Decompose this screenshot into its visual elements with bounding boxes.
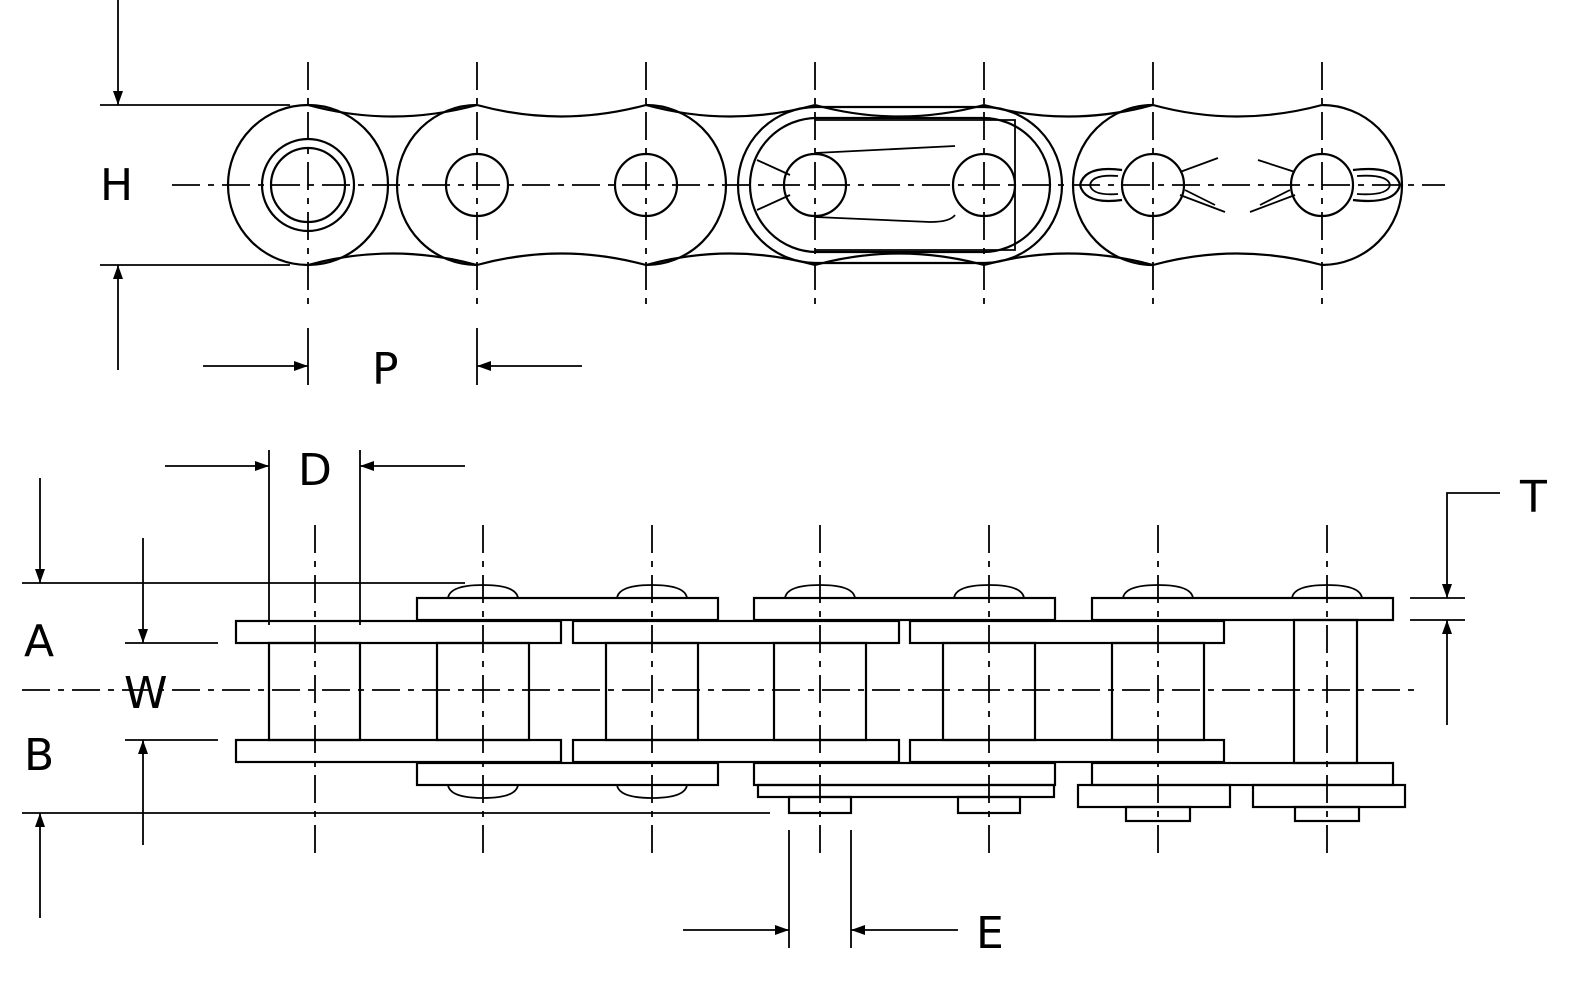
- label-b: B: [24, 730, 54, 781]
- top-view: H P: [100, 0, 1445, 395]
- dimension-t: T: [1410, 472, 1547, 725]
- dimension-h: H: [100, 0, 290, 370]
- dimension-e: E: [683, 830, 1004, 959]
- clip-plate-and-nuts: [756, 783, 1407, 823]
- label-p: P: [372, 344, 399, 395]
- side-center-lines: [22, 525, 1415, 858]
- label-d: D: [298, 445, 332, 496]
- label-t: T: [1519, 472, 1547, 523]
- dimension-p: P: [203, 328, 582, 395]
- label-h: H: [100, 160, 133, 211]
- side-view: D A W B T E: [22, 445, 1547, 959]
- dimension-a-w-b: A W B: [22, 478, 770, 918]
- dimension-d: D: [165, 445, 465, 625]
- label-e: E: [976, 908, 1004, 959]
- label-w: W: [124, 668, 168, 719]
- top-center-lines: [172, 62, 1445, 310]
- label-a: A: [24, 616, 54, 667]
- inner-plates: [234, 619, 1226, 764]
- outer-plates: [415, 596, 1395, 787]
